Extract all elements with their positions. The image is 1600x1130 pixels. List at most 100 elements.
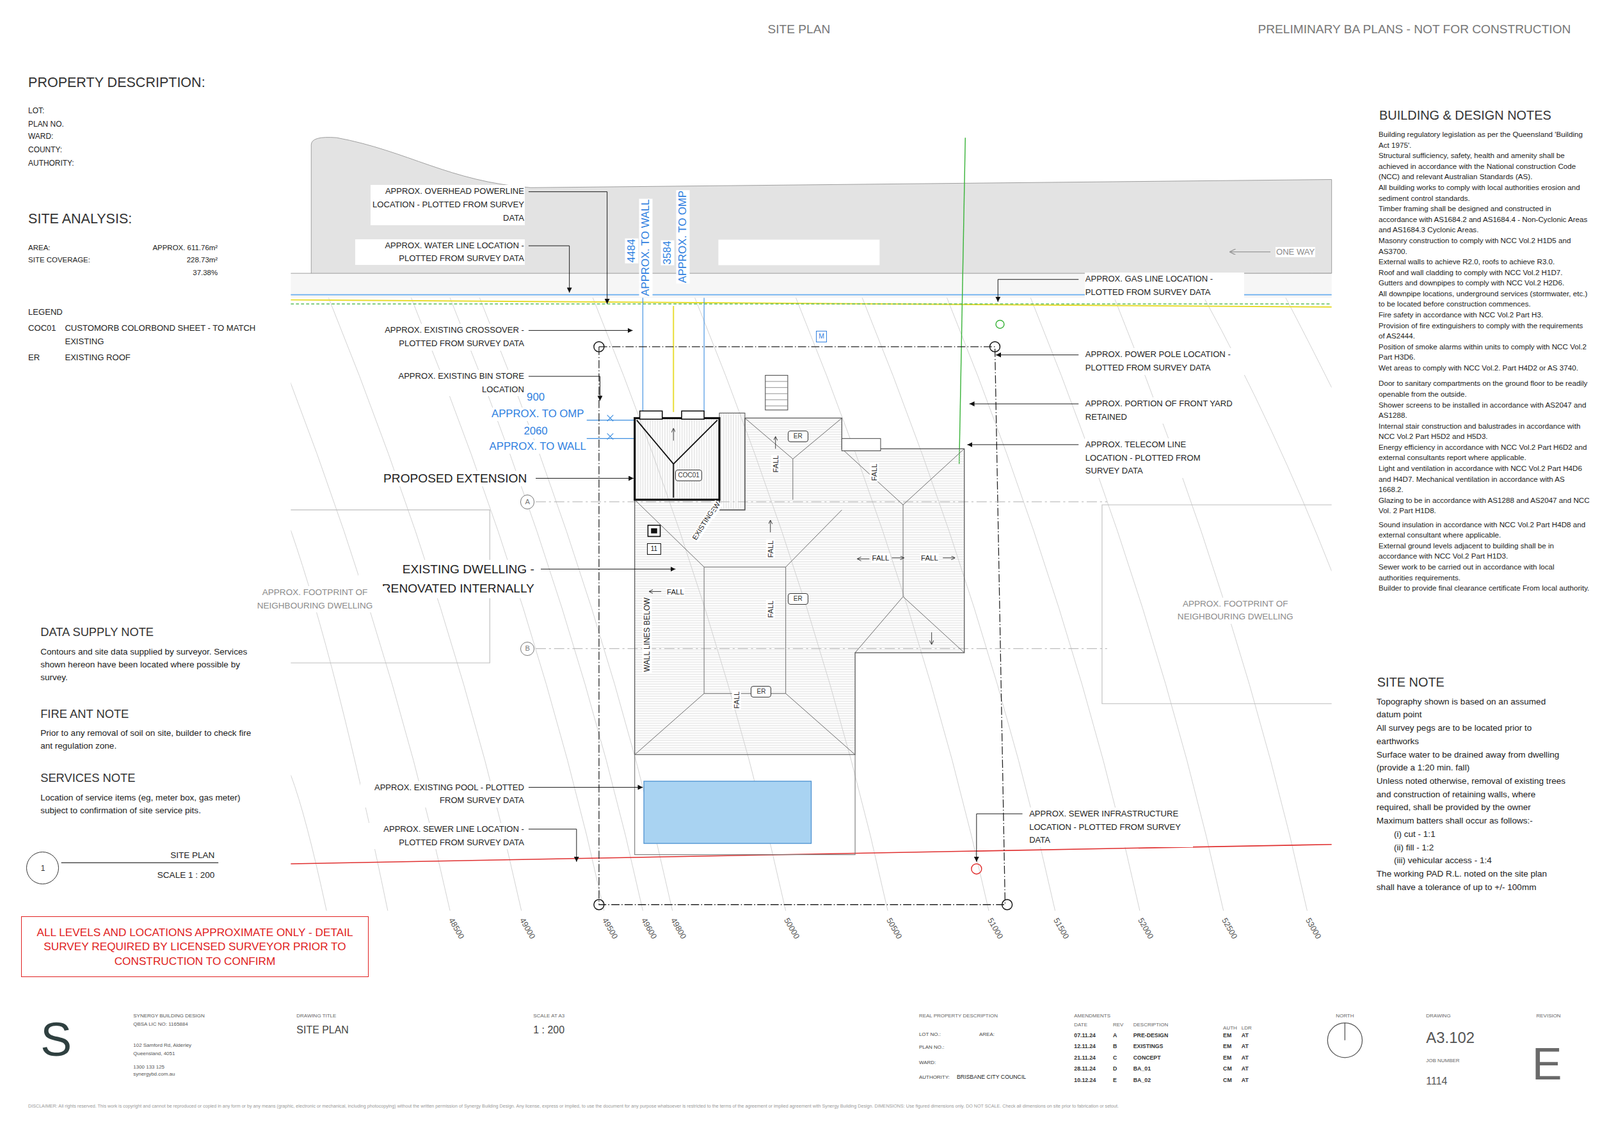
dimension-line — [704, 297, 705, 413]
fall-arrow — [891, 557, 904, 559]
north-circle — [1327, 1023, 1362, 1058]
view-scale: SCALE 1 : 200 — [156, 870, 216, 882]
boundary-peg — [593, 899, 605, 911]
note-heading: FIRE ANT NOTE — [39, 707, 130, 722]
building-note: Door to sanitary compartments on the gro… — [1378, 378, 1590, 400]
fall-arrow — [775, 436, 776, 449]
contour-level: 52500 — [1219, 915, 1241, 942]
fall-arrow — [931, 632, 932, 645]
material-tag: COC01 — [675, 469, 702, 482]
patio — [841, 438, 881, 451]
site-note: Surface water to be drained away from dw… — [1376, 748, 1567, 776]
building-note: External ground levels adjacent to build… — [1378, 540, 1590, 562]
leader-line — [528, 192, 608, 304]
legend-text: CUSTOMORB COLORBOND SHEET - TO MATCH EXI… — [64, 321, 275, 349]
site-note: (ii) fill - 1:2 — [1393, 841, 1567, 856]
company-detail: 1300 133 125 — [132, 1064, 166, 1071]
leader-line — [976, 814, 1023, 863]
amendment-cell: EM — [1222, 1054, 1232, 1062]
dimension-value: 900 — [526, 391, 546, 405]
north-needle — [1344, 1023, 1346, 1041]
building-note: Fire safety in accordance with NCC Vol.2… — [1378, 309, 1590, 321]
road-name-mask — [718, 240, 880, 266]
amendment-cell: A — [1112, 1032, 1118, 1040]
node-text: ER — [756, 688, 766, 696]
callout-text: APPROX. EXISTING BIN STORE LOCATION — [391, 369, 525, 397]
amendment-cell: B — [1112, 1043, 1118, 1051]
fall-label: FALL — [871, 553, 891, 563]
node-text: COC01 — [677, 471, 699, 480]
power-pole — [995, 320, 1005, 329]
building-note: Sound insulation in accordance with NCC … — [1378, 519, 1590, 541]
amendment-cell: C — [1112, 1054, 1118, 1062]
revision-letter: E — [1531, 1040, 1563, 1090]
note-heading: BUILDING & DESIGN NOTES — [1378, 107, 1552, 124]
roof-hips — [634, 417, 965, 755]
dimension-note: APPROX. TO OMP — [490, 407, 585, 422]
roof-tag: ER — [787, 593, 809, 605]
fall-arrow — [673, 428, 674, 441]
fall-label: FALL — [766, 539, 776, 559]
contour-line — [1285, 297, 1332, 388]
power-line — [290, 300, 1332, 308]
amendment-cell: PRE-DESIGN — [1132, 1032, 1169, 1040]
pool-surround — [634, 754, 856, 855]
field-label: PLAN NO. — [27, 119, 65, 130]
gas-line — [290, 303, 1332, 304]
dimension-line — [642, 297, 644, 416]
contour-level: 49800 — [668, 915, 690, 942]
leader-line — [528, 245, 570, 293]
callout-text: APPROX. TELECOM LINE LOCATION - PLOTTED … — [1084, 438, 1229, 479]
callout-text: APPROX. SEWER LINE LOCATION - PLOTTED FR… — [355, 823, 525, 850]
contour-level: 52000 — [1135, 915, 1157, 942]
node-text: 11 — [650, 545, 658, 553]
field-label: JOB NUMBER — [1425, 1057, 1460, 1065]
contour-level: 51500 — [1050, 915, 1072, 942]
amendment-cell: BA_01 — [1132, 1065, 1152, 1073]
field-label: WARD: — [27, 131, 54, 142]
dimension-lines — [586, 297, 704, 440]
section-heading: SITE ANALYSIS: — [27, 210, 133, 228]
services — [290, 137, 1332, 875]
leader-line — [528, 829, 577, 863]
field-value: BRISBANE CITY COUNCIL — [956, 1073, 1027, 1081]
dimension-note: APPROX. TO WALL — [488, 440, 587, 454]
field-label: NORTH — [1335, 1013, 1355, 1020]
neighbour-label: APPROX. FOOTPRINT OF NEIGHBOURING DWELLI… — [1163, 597, 1308, 624]
contour-lines — [290, 297, 1332, 911]
node-text: ER — [793, 432, 803, 441]
field-value: 37.38% — [192, 268, 219, 278]
field-label: LOT NO.: — [918, 1031, 942, 1039]
field-label: DRAWING TITLE — [295, 1013, 337, 1020]
site-note: (i) cut - 1:1 — [1393, 828, 1567, 842]
legend-text: EXISTING ROOF — [64, 352, 131, 363]
dimension-line — [586, 419, 634, 421]
amendment-cell: CM — [1222, 1065, 1233, 1073]
telecom-line — [959, 137, 966, 464]
table-heading: AMENDMENTS — [1073, 1013, 1112, 1020]
amendment-cell: AT — [1240, 1043, 1250, 1051]
dimension-value: 3584 — [660, 240, 674, 266]
fall-label: FALL — [732, 690, 742, 710]
company-detail: Queensland, 4051 — [132, 1050, 176, 1058]
dwelling — [634, 375, 965, 856]
company-detail: SYNERGY BUILDING DESIGN — [132, 1013, 205, 1020]
amendment-cell: CM — [1222, 1077, 1233, 1085]
leader-lines — [528, 192, 1079, 863]
neighbour-outline — [1102, 504, 1332, 704]
warning-box: ALL LEVELS AND LOCATIONS APPROXIMATE ONL… — [21, 916, 368, 978]
leader-line — [995, 354, 1079, 356]
roof-tag: ER — [750, 686, 772, 698]
contour-level: 49500 — [599, 915, 621, 942]
boundary-peg — [1002, 899, 1013, 911]
boundary-line — [599, 346, 1006, 905]
roof-note: WALL LINES BELOW — [641, 597, 652, 673]
field-label: SCALE AT A3 — [532, 1013, 566, 1020]
fall-label: FALL — [920, 553, 939, 563]
building-note: Sewer work to be carried out in accordan… — [1378, 561, 1590, 584]
table-heading: DESCRIPTION — [1132, 1022, 1169, 1029]
callout-text: APPROX. SEWER INFRASTRUCTURE LOCATION - … — [1028, 807, 1193, 848]
node-text: A — [525, 497, 530, 507]
building-note: Glazing to be in accordance with AS1288 … — [1378, 495, 1590, 517]
